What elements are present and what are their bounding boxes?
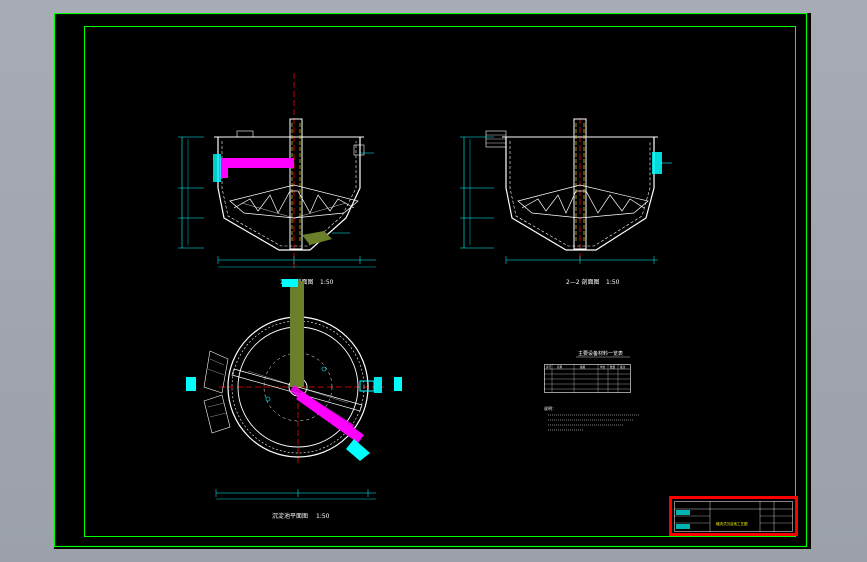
title-block-label: 辐流式沉淀池工艺图 bbox=[716, 521, 748, 526]
plan-view: 沉淀池平面图 1:50 bbox=[186, 279, 402, 520]
notes: 说明： bbox=[544, 405, 640, 431]
equipment-table: 主要设备材料一览表 序号 名称 规格 单位 数量 备注 bbox=[544, 350, 631, 393]
drawing-canvas[interactable]: 1—1 剖面图 1:50 bbox=[53, 12, 811, 549]
section-2-title: 2—2 剖面图 bbox=[566, 278, 600, 286]
table-header-unit: 单位 bbox=[600, 365, 606, 369]
table-title: 主要设备材料一览表 bbox=[578, 350, 623, 357]
inner-border bbox=[84, 26, 796, 537]
table-header-name: 名称 bbox=[557, 365, 563, 369]
title-block: 辐流式沉淀池工艺图 bbox=[669, 496, 798, 536]
section-2-scale: 1:50 bbox=[606, 279, 620, 286]
table-header-no: 序号 bbox=[546, 365, 552, 369]
section-1-scale: 1:50 bbox=[320, 279, 334, 286]
table-header-spec: 规格 bbox=[580, 365, 586, 369]
drawing-svg: 1—1 剖面图 1:50 bbox=[53, 12, 808, 548]
notes-title: 说明： bbox=[544, 405, 556, 411]
table-header-qty: 数量 bbox=[610, 365, 616, 369]
outer-border bbox=[53, 12, 808, 548]
section-1-view: 1—1 剖面图 1:50 bbox=[178, 73, 376, 286]
plan-scale: 1:50 bbox=[316, 513, 330, 520]
table-header-remark: 备注 bbox=[620, 365, 626, 369]
section-2-view: 2—2 剖面图 1:50 bbox=[460, 118, 672, 286]
plan-title: 沉淀池平面图 bbox=[272, 512, 308, 520]
